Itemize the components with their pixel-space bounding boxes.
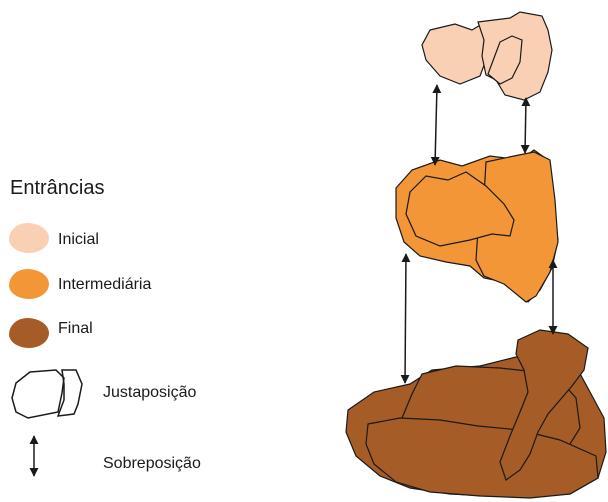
shape-group-intermediaria (396, 150, 558, 302)
shape-group-inicial (422, 12, 552, 100)
shape-inicial-left (422, 24, 488, 84)
justaposicao-icon (12, 370, 82, 418)
overlap-arrow-2 (525, 98, 526, 153)
shape-group-final (346, 330, 606, 498)
overlap-arrow-3 (405, 254, 406, 383)
overlap-arrow-1 (435, 85, 437, 165)
